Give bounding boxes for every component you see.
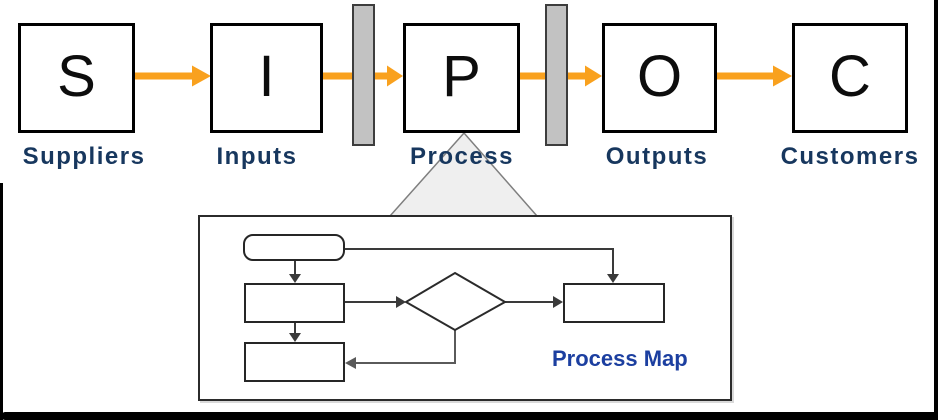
sipoc-box-suppliers: S [18, 23, 135, 133]
flow-step2-node [244, 342, 345, 382]
arrow-o-to-c-shaft [717, 72, 774, 80]
sipoc-box-customers: C [792, 23, 908, 133]
arrow-bar-to-p-head [387, 65, 403, 87]
sipoc-box-outputs: O [602, 23, 717, 133]
arrow-s-to-i-shaft [135, 72, 193, 80]
arrow-o-to-c-head [773, 65, 792, 87]
arrow-bar-to-o-head [585, 65, 602, 87]
flow-start-node [243, 234, 345, 261]
process-map-caption: Process Map [552, 346, 688, 371]
sipoc-box-process: P [403, 23, 520, 133]
arrow-i-to-bar-shaft [323, 72, 352, 80]
arrow-p-to-bar-shaft [520, 72, 545, 80]
sipoc-letter-p: P [442, 44, 481, 109]
frame-bottom-bar [2, 412, 938, 420]
sipoc-label-customers: Customers [780, 143, 920, 170]
boundary-bar-input-process [352, 4, 375, 146]
sipoc-letter-s: S [57, 44, 96, 109]
arrow-bar-to-p-shaft [375, 72, 388, 80]
arrow-bar-to-o-shaft [568, 72, 586, 80]
sipoc-label-suppliers: Suppliers [22, 143, 146, 170]
flow-step1-node [244, 283, 345, 323]
flow-result-node [563, 283, 665, 323]
boundary-bar-process-output [545, 4, 568, 146]
sipoc-label-inputs: Inputs [216, 143, 298, 170]
sipoc-letter-c: C [829, 44, 871, 109]
frame-right-border [934, 0, 938, 420]
sipoc-box-inputs: I [210, 23, 323, 133]
sipoc-label-process: Process [410, 143, 514, 170]
sipoc-label-outputs: Outputs [605, 143, 709, 170]
sipoc-letter-i: I [258, 44, 275, 109]
frame-left-border [0, 183, 3, 420]
sipoc-letter-o: O [636, 44, 683, 109]
arrow-s-to-i-head [192, 65, 211, 87]
